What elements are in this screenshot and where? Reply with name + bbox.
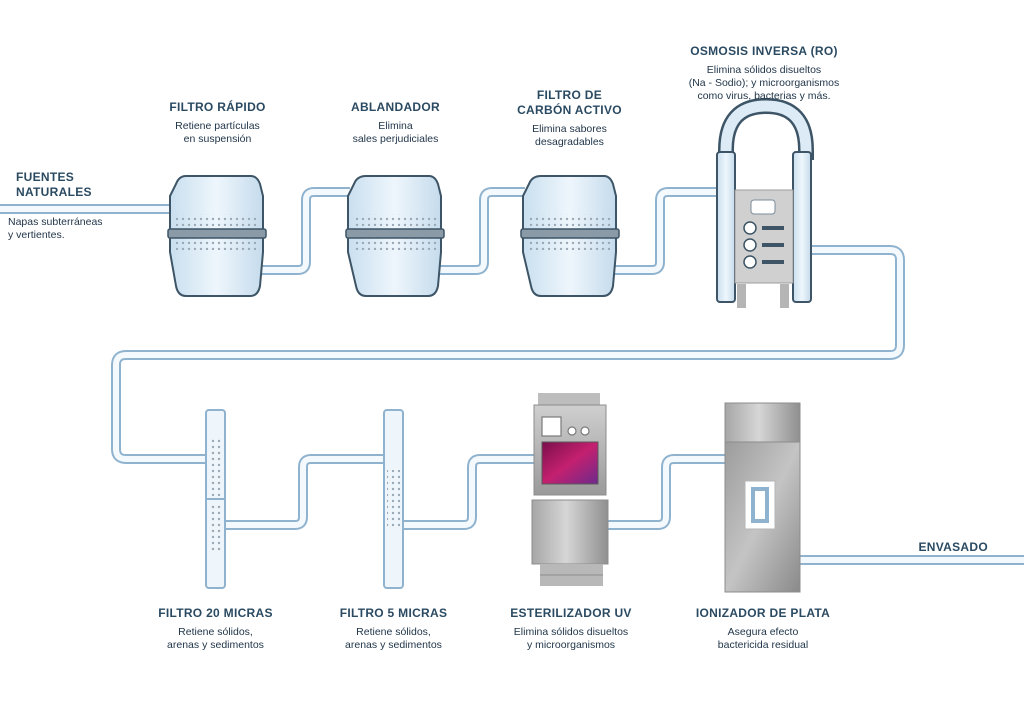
stage-desc: Retiene sólidos,arenas y sedimentos — [345, 626, 442, 651]
uv-sterilizer — [531, 393, 609, 586]
output-label: ENVASADO — [880, 540, 988, 560]
stage-title: OSMOSIS INVERSA (RO) — [690, 44, 838, 58]
stage-title: FILTRO 20 MICRAS — [158, 606, 273, 620]
tank-ablandador — [345, 175, 445, 297]
tank-filtro-carbon — [520, 175, 620, 297]
stage-desc: Elimina sólidos disueltos(Na - Sodio); y… — [688, 64, 840, 102]
stage-title: FILTRO 5 MICRAS — [339, 606, 448, 620]
cartridge-filtro-20 — [205, 409, 226, 589]
stage-title: FILTRO RÁPIDO — [169, 100, 266, 114]
stage-title: ESTERILIZADOR UV — [510, 606, 632, 620]
stage-title: ABLANDADOR — [351, 100, 440, 114]
stage-desc: Retiene sólidos,arenas y sedimentos — [167, 626, 264, 651]
label-filtro-5: FILTRO 5 MICRAS Retiene sólidos,arenas y… — [316, 606, 471, 652]
silver-ionizer — [724, 402, 801, 593]
output-title: ENVASADO — [918, 540, 988, 554]
label-uv: ESTERILIZADOR UV Elimina sólidos disuelt… — [486, 606, 656, 652]
label-osmosis: OSMOSIS INVERSA (RO) Elimina sólidos dis… — [672, 44, 856, 103]
pipes — [0, 187, 1024, 565]
osmosis-unit — [716, 97, 814, 308]
pipe-network-fill — [0, 189, 1024, 563]
cartridge-filtro-5 — [383, 409, 404, 589]
label-filtro-20: FILTRO 20 MICRAS Retiene sólidos,arenas … — [138, 606, 293, 652]
tank-filtro-rapido — [167, 175, 267, 297]
stage-title: IONIZADOR DE PLATA — [695, 606, 831, 620]
